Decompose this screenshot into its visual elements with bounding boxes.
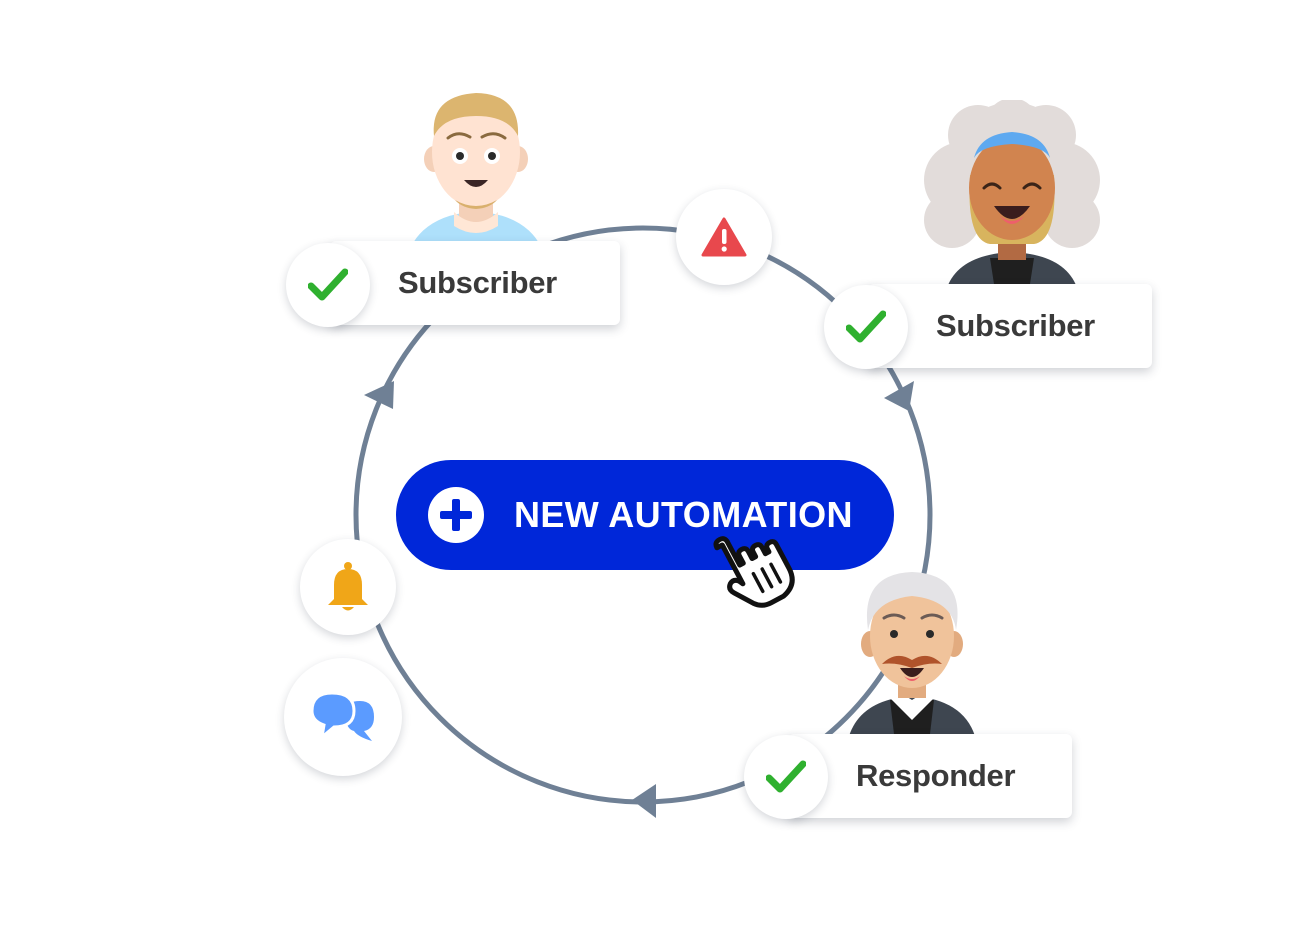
warning-badge xyxy=(676,189,772,285)
status-card-label: Subscriber xyxy=(398,265,557,300)
check-badge-1 xyxy=(286,243,370,327)
new-automation-label: NEW AUTOMATION xyxy=(514,494,853,535)
status-card-responder: Responder xyxy=(788,734,1072,818)
cycle-arrow-bottom xyxy=(632,784,656,818)
status-card-label: Subscriber xyxy=(936,308,1095,343)
plus-circle-icon xyxy=(428,487,484,543)
status-card-label: Responder xyxy=(856,758,1016,793)
cycle-arrow-left xyxy=(364,381,394,409)
bell-icon xyxy=(328,562,368,611)
new-automation-button[interactable]: NEW AUTOMATION xyxy=(396,460,894,570)
check-badge-3 xyxy=(744,735,828,819)
bell-badge xyxy=(300,539,396,635)
chat-bubbles-icon xyxy=(310,691,374,741)
check-icon xyxy=(846,310,886,343)
warning-icon xyxy=(701,217,747,257)
chat-badge xyxy=(284,658,402,776)
check-icon xyxy=(308,268,348,301)
check-badge-2 xyxy=(824,285,908,369)
check-icon xyxy=(766,760,806,793)
status-card-subscriber-1: Subscriber xyxy=(330,241,620,325)
status-card-subscriber-2: Subscriber xyxy=(868,284,1152,368)
cycle-arrow-right xyxy=(884,381,914,411)
